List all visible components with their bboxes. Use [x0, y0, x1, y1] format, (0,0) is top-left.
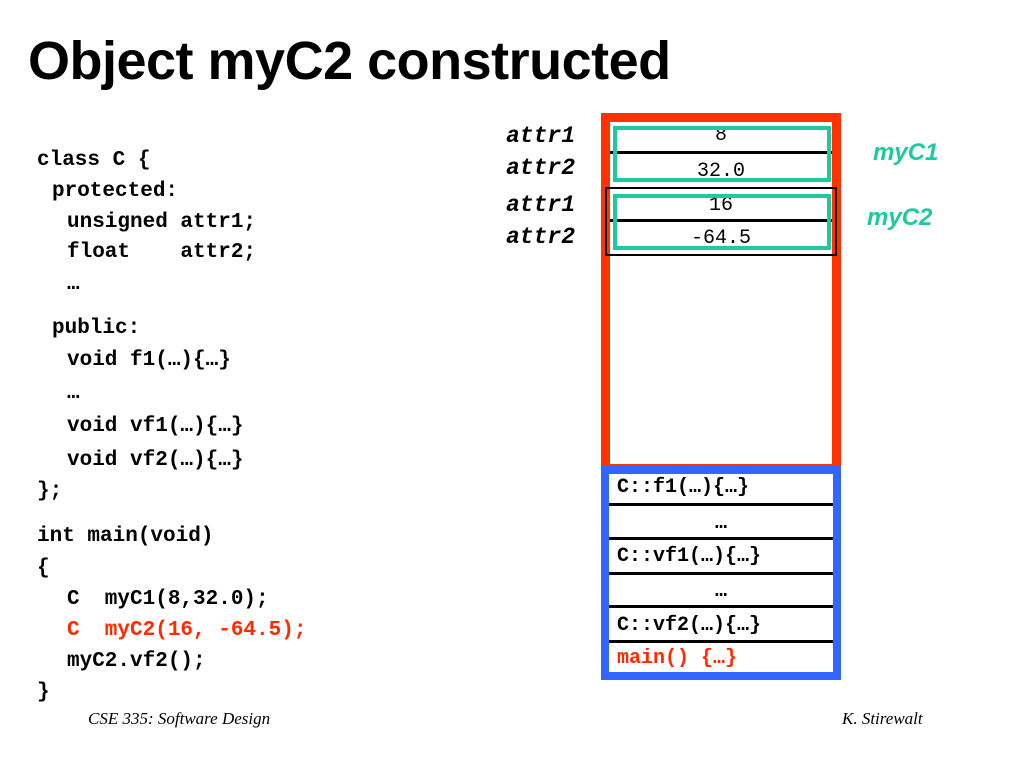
code-row-divider	[609, 503, 833, 506]
code-region	[601, 466, 841, 680]
code-row-f1: C::f1(…){…}	[617, 476, 750, 499]
code-line-stmt-myc1: C myC1(8,32.0);	[67, 588, 269, 611]
code-line-attr1: unsigned attr1;	[67, 211, 257, 234]
code-line-vf1: void vf1(…){…}	[67, 415, 244, 438]
label-myc2-attr1: attr1	[506, 192, 576, 218]
code-line-f1: void f1(…){…}	[67, 349, 231, 372]
myc2-name: myC2	[867, 204, 933, 231]
code-line-close-brace: }	[37, 681, 50, 704]
myc1-attr2-value: 32.0	[696, 160, 745, 183]
code-line-ellipsis-2: …	[67, 382, 80, 405]
myc1-object-outline	[613, 126, 831, 182]
code-row-vf2: C::vf2(…){…}	[617, 614, 762, 637]
myc1-name: myC1	[873, 139, 939, 166]
stack-divider	[610, 219, 832, 222]
label-myc2-attr2: attr2	[506, 224, 576, 250]
myc2-attr2-value: -64.5	[690, 227, 751, 250]
stack-divider	[610, 151, 832, 154]
code-row-main: main() {…}	[617, 647, 738, 670]
label-myc1-attr1: attr1	[506, 123, 576, 149]
code-line-public: public:	[52, 317, 141, 340]
code-row-vf1: C::vf1(…){…}	[617, 545, 762, 568]
myc2-object-outline	[613, 194, 831, 250]
code-line-open-brace: {	[37, 557, 50, 580]
code-row-ellipsis: …	[714, 580, 727, 603]
code-row-divider	[609, 572, 833, 575]
footer-course: CSE 335: Software Design	[88, 709, 271, 728]
code-row-divider	[609, 605, 833, 608]
code-line-class-decl: class C {	[37, 149, 151, 172]
code-row-ellipsis: …	[714, 512, 727, 535]
code-line-stmt-myc2: C myC2(16, -64.5);	[67, 619, 307, 642]
code-line-class-end: };	[37, 480, 63, 503]
slide-title: Object myC2 constructed	[28, 31, 671, 91]
code-line-vf2: void vf2(…){…}	[67, 449, 244, 472]
code-row-divider	[609, 537, 833, 540]
myc2-attr1-value: 16	[708, 194, 733, 217]
myc2-frame	[605, 187, 837, 256]
code-row-divider	[609, 640, 833, 643]
code-line-stmt-vf2-call: myC2.vf2();	[67, 650, 206, 673]
code-line-ellipsis-1: …	[67, 273, 80, 296]
code-line-main-sig: int main(void)	[37, 525, 214, 548]
label-myc1-attr2: attr2	[506, 155, 576, 181]
code-line-attr2: float attr2;	[67, 241, 257, 264]
code-line-protected: protected:	[52, 180, 179, 203]
footer-author: K. Stirewalt	[842, 709, 923, 728]
